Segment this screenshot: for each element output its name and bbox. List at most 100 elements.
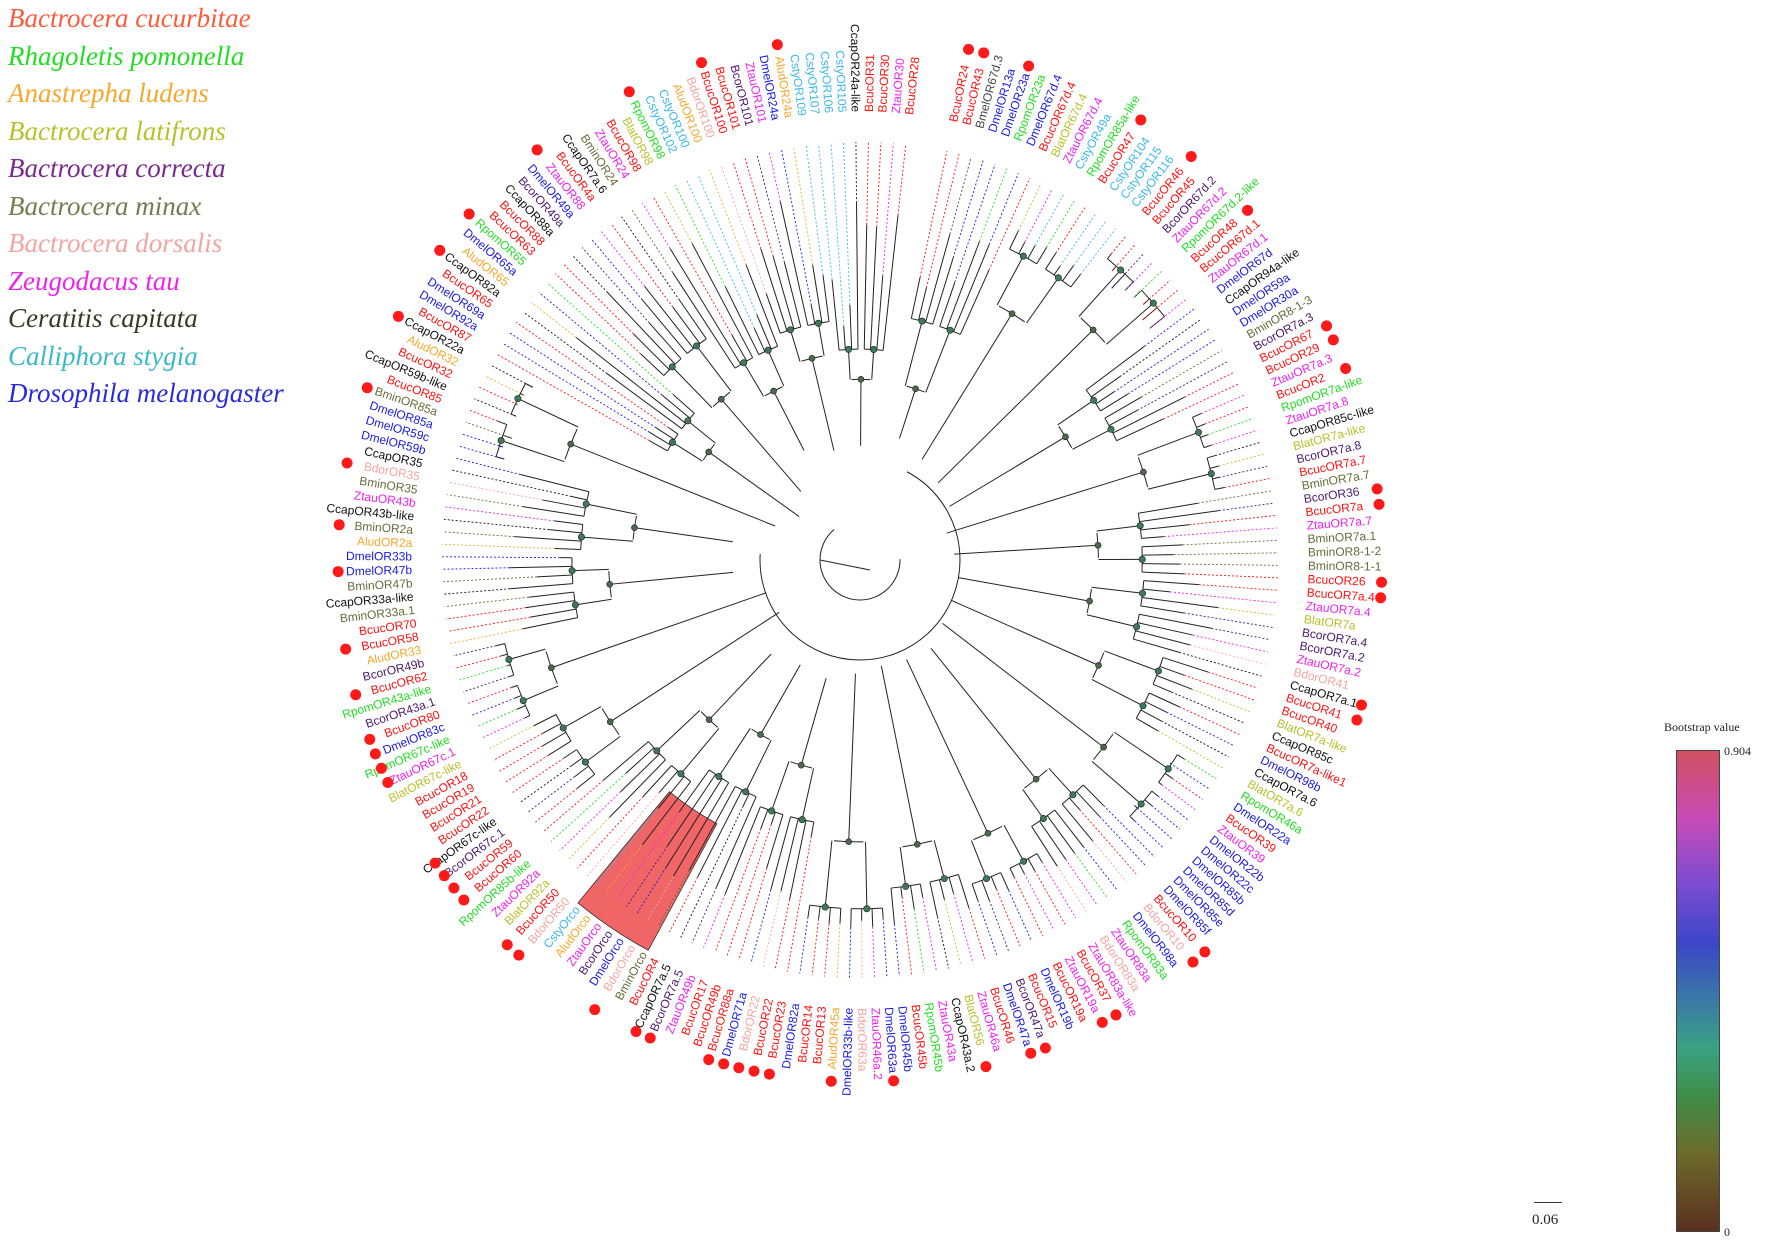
red-marker [1375,592,1387,604]
red-marker [1199,946,1211,958]
red-marker [369,748,381,760]
red-marker [623,86,635,98]
red-marker [448,882,460,894]
red-marker [1110,1009,1122,1021]
legend-item: Drosophila melanogaster [8,378,284,408]
legend-item: Bactrocera correcta [8,153,226,183]
tip-label: CstyOR107 [802,52,822,115]
red-marker [980,1061,992,1073]
scale-bar-line [1534,1202,1562,1203]
scale-bar: 0.06 [1532,1198,1572,1238]
red-marker [1096,1016,1108,1028]
tip-label: DmelOR33b [346,549,412,564]
orco-clade-highlight [577,791,718,951]
red-marker [630,1026,642,1038]
red-marker [382,777,394,789]
colorbar-gradient [1676,750,1720,1232]
tip-label: DmelOR33b-like [840,1007,856,1096]
red-marker [978,47,990,59]
tip-label: BminOR8-1-2 [1308,544,1382,559]
red-marker [644,1032,656,1044]
red-marker [1327,334,1339,346]
red-marker [1351,714,1363,726]
tree-branches [442,142,1278,978]
colorbar-title: Bootstrap value [1664,720,1740,734]
red-marker [392,310,404,322]
red-marker [332,566,344,578]
red-marker [429,857,441,869]
red-marker [513,949,525,961]
tip-label: CcapOR24a-like [848,24,863,112]
red-marker [1321,320,1333,332]
legend-item: Bactrocera latifrons [8,115,226,146]
red-marker [748,1065,760,1077]
tip-label: BdorOR63a [855,1008,869,1072]
red-marker [763,1068,775,1080]
red-marker [733,1062,745,1074]
red-marker [963,43,975,55]
red-marker [333,519,345,531]
red-marker [1355,699,1367,711]
tip-label: BminOR2a [354,519,414,537]
tip-label: ZtauOR7a.7 [1306,514,1373,533]
legend-item: Bactrocera minax [8,190,202,221]
red-marker [888,1075,900,1087]
tip-label: AludOR2a [357,534,413,550]
red-marker [340,643,352,655]
red-marker [1371,483,1383,495]
tip-label: DmelOR63a [882,1007,900,1074]
tip-label: BcucOR13 [810,1005,829,1064]
red-marker [364,733,376,745]
red-marker [463,208,475,220]
legend-item: Anastrepha ludens [8,78,209,108]
legend-item: Rhagoletis pomonella [8,40,245,71]
tip-label: ZtauOR46a.2 [868,1007,884,1080]
red-marker [1340,363,1352,375]
red-marker [1025,1047,1037,1059]
red-marker-dots [332,39,1388,1087]
red-marker [1242,204,1254,216]
tip-labels: BcucOR24BcucOR43BmelOR67d.3DmelOR13aDmel… [325,24,1382,1096]
red-marker [1135,114,1147,126]
tip-label: BlatOR7a [1303,612,1357,633]
red-marker [1187,956,1199,968]
legend-item: Ceratitis capitata [8,303,198,333]
tip-label: BcucOR28 [902,56,922,116]
red-marker [350,689,362,701]
tip-label: BminOR47b [347,576,413,593]
red-marker [696,57,708,69]
tip-label: BcucOR30 [875,54,892,113]
red-marker [589,1004,601,1016]
tip-label: BcucOR26 [1307,572,1366,588]
tip-label: BcucOR7a [1305,499,1365,519]
red-marker [341,457,353,469]
tip-label: BcucOR31 [862,54,877,113]
red-marker [1039,1042,1051,1054]
tip-label: DmelOR47b [346,563,413,578]
red-marker [1185,151,1197,163]
bootstrap-colorbar: Bootstrap value 0.904 0 [1664,720,1764,1240]
red-marker [361,382,373,394]
red-marker [1373,498,1385,510]
red-marker [1376,576,1388,588]
tip-label: ZtauOR7a.4 [1305,599,1372,620]
red-marker [458,894,470,906]
colorbar-min: 0 [1724,1225,1730,1239]
red-marker [434,244,446,256]
tip-label: DmelOR45b [895,1005,915,1072]
legend-item: Calliphora stygia [8,340,198,371]
tip-label: BcucOR7a.4 [1306,585,1375,604]
red-marker [718,1058,730,1070]
tip-label: CstyOR105 [833,50,849,113]
legend-item: Zeugodacus tau [8,265,180,296]
tip-label: BcucOR14 [795,1004,816,1064]
red-marker [501,939,513,951]
red-marker [1023,60,1035,72]
tip-label: ZtauOR30 [889,57,907,114]
legend-item: Bactrocera cucurbitae [8,3,251,33]
tip-label: CstyOR106 [818,51,836,114]
scale-bar-label: 0.06 [1532,1212,1559,1228]
red-marker [825,1075,837,1087]
